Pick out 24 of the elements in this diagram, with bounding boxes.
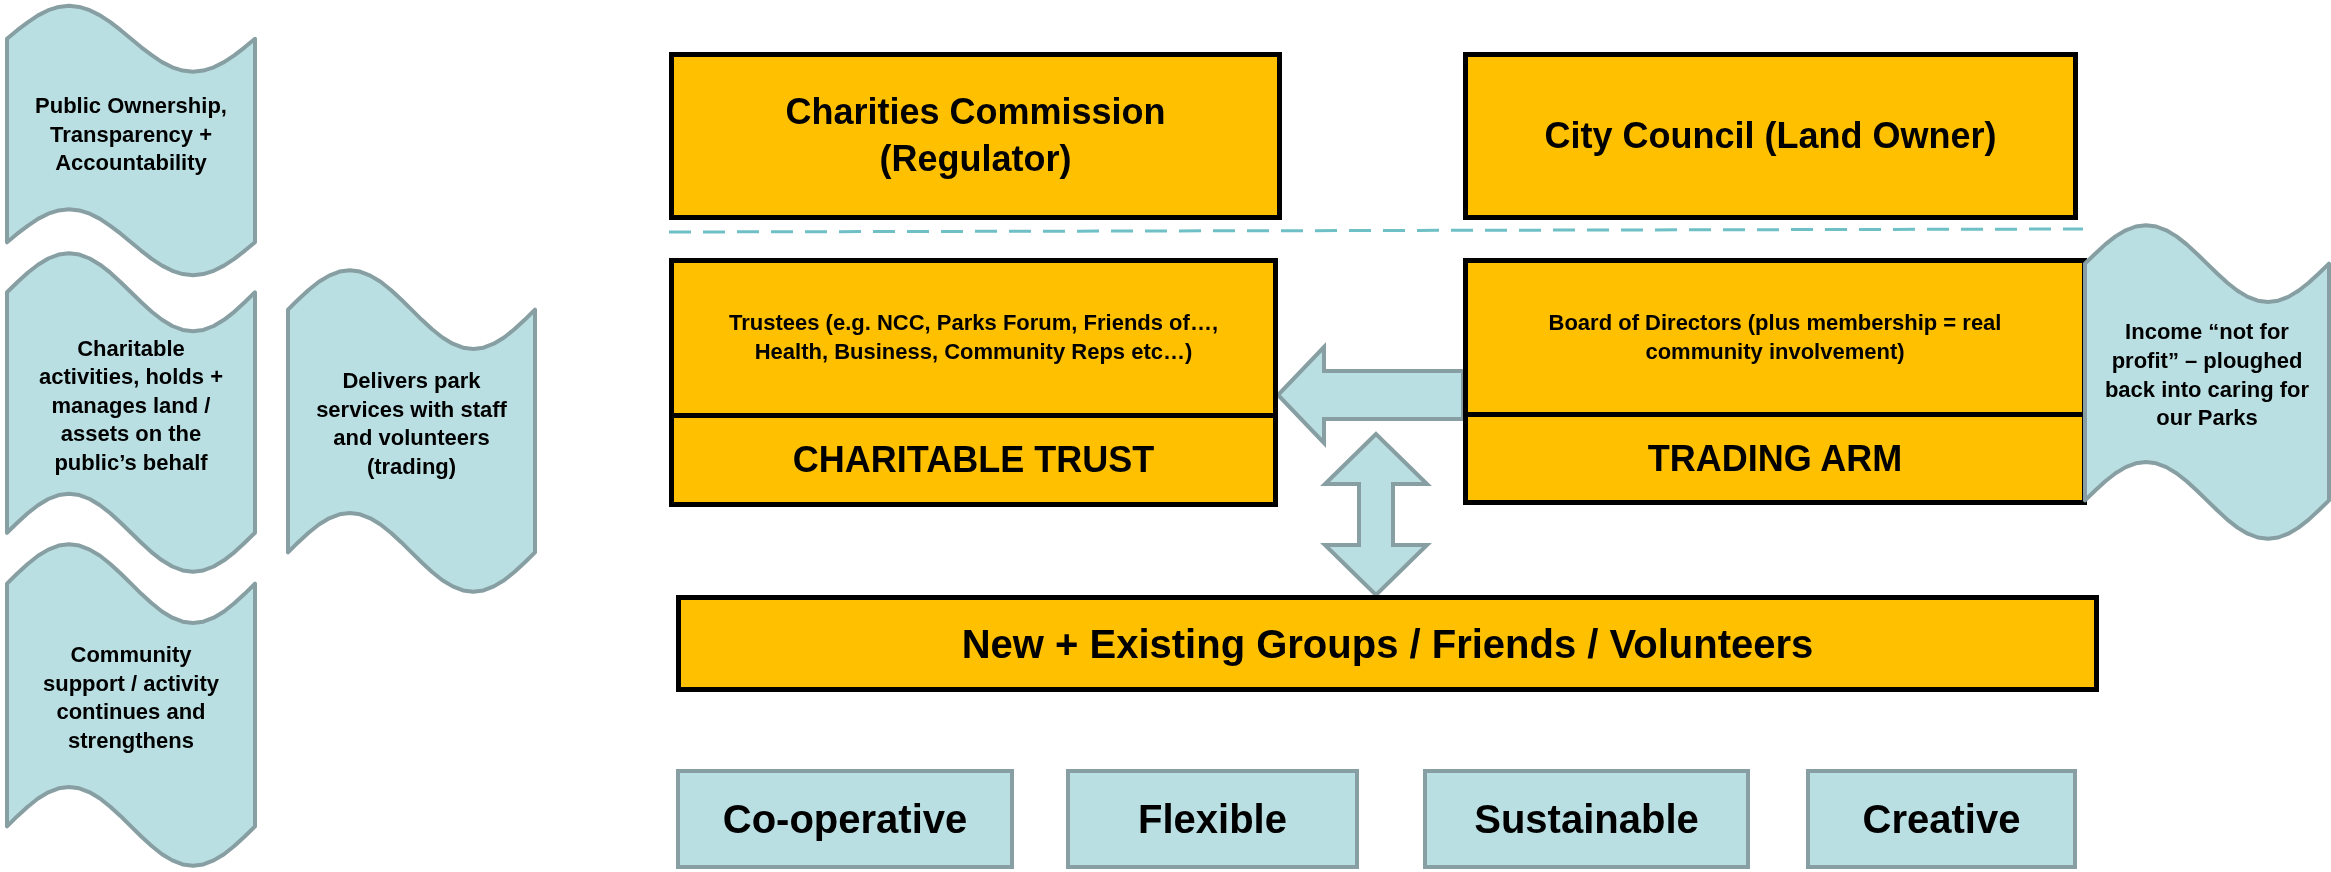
organisation-box: Charities Commission (Regulator) bbox=[669, 52, 1282, 220]
wave-banner bbox=[7, 3, 255, 278]
value-box: Co-operative bbox=[676, 769, 1014, 869]
wave-banner bbox=[288, 267, 535, 595]
organisation-box bbox=[1463, 258, 2087, 505]
organisation-box bbox=[669, 258, 1278, 507]
banner-text: Charitable activities, holds + manages land / assets on the public’s behalf bbox=[38, 334, 224, 477]
value-box: Creative bbox=[1806, 769, 2077, 869]
organisation-box: City Council (Land Owner) bbox=[1463, 52, 2078, 220]
banner-text: Income “not for profit” – ploughed back into caring for our Parks bbox=[2104, 318, 2310, 433]
wave-banner bbox=[7, 250, 255, 575]
box-description: Trustees (e.g. NCC, Parks Forum, Friends of…, Health, Business, Community Reps etc…) bbox=[674, 263, 1273, 418]
block-arrow bbox=[1275, 342, 1465, 448]
banner-text: Community support / activity continues and strengthens bbox=[41, 641, 220, 756]
box-heading: CHARITABLE TRUST bbox=[791, 438, 1156, 482]
organisation-box: New + Existing Groups / Friends / Volunteers bbox=[676, 595, 2099, 692]
wave-banner bbox=[7, 541, 255, 869]
value-box: Flexible bbox=[1066, 769, 1359, 869]
wave-banner bbox=[2085, 222, 2329, 542]
box-heading: TRADING ARM bbox=[1646, 436, 1904, 481]
value-box: Sustainable bbox=[1423, 769, 1750, 869]
banner-text: Delivers park services with staff and volunteers (trading) bbox=[315, 367, 508, 482]
banner-text: Public Ownership, Transparency + Accountability bbox=[34, 92, 228, 178]
double-block-arrow bbox=[1320, 431, 1432, 598]
